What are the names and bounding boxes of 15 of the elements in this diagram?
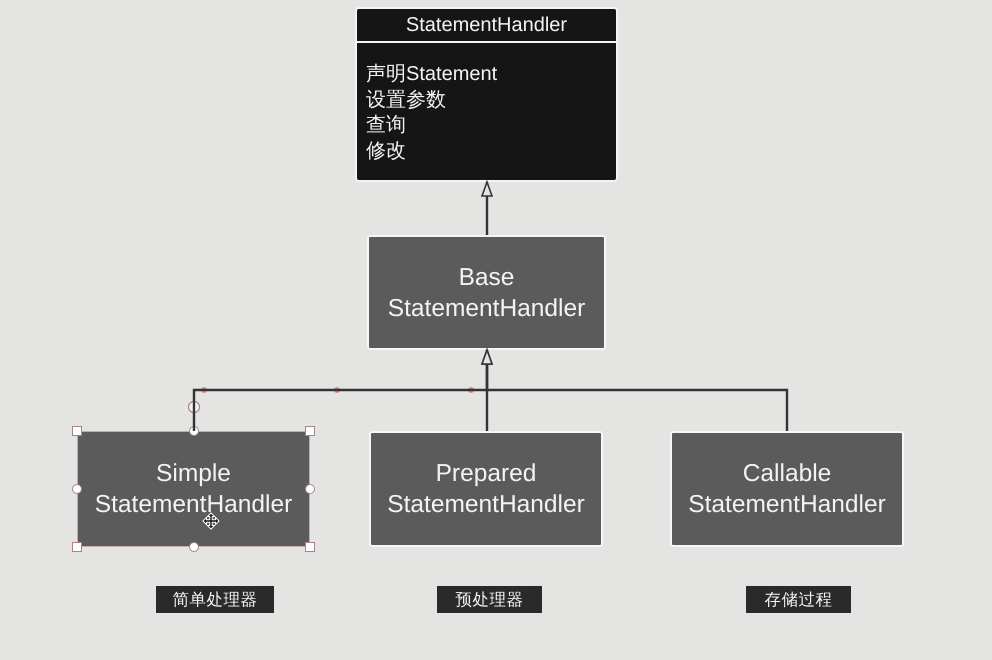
class-box: Prepared StatementHandler [369,431,603,547]
inheritance-arrow [481,181,493,235]
class-box: Callable StatementHandler [670,431,904,547]
class-box: Base StatementHandler [367,235,606,350]
class-name: StatementHandler [357,9,616,43]
label-tag: 存储过程 [746,586,851,613]
method-text: 修改 [366,138,406,164]
class-box [355,7,618,182]
inheritance-arrow [481,349,788,431]
class-box: Simple StatementHandler [77,431,310,547]
method-text: 设置参数 [366,88,446,112]
method-text: 声明Statement [366,62,498,87]
label-tag: 简单处理器 [156,586,274,613]
method-text: 查询 [366,113,406,138]
label-tag: 预处理器 [437,586,542,613]
